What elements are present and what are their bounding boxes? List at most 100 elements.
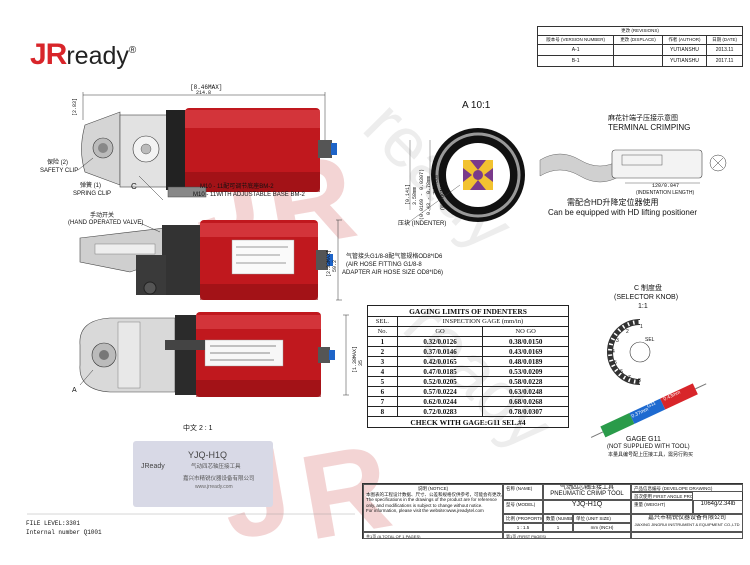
card-name-cn: 气动四芯轴压接工具: [191, 464, 241, 470]
name-value: 气动四芯轴压接工具 PNEUMATIC CRIMP TOOL: [543, 484, 631, 500]
gaging-nogo: 0.48/0.0189: [482, 356, 569, 367]
indenter-label: 压块 (INDENTER): [398, 221, 447, 227]
gaging-sel: 1: [367, 336, 398, 347]
notice-en-1: The specifications in the drawings of th…: [366, 497, 497, 502]
selector-sel-label: SEL: [645, 337, 655, 343]
gaging-col-gage: INSPECTION GAGE (mm/in): [396, 316, 570, 327]
gage-sub: (NOT SUPPLIED WITH TOOL): [607, 444, 690, 450]
base-en: M10 - 11WITH ADJUSTABLE BASE BM-2: [193, 192, 305, 198]
model-label: 型号 (MODEL): [503, 500, 543, 514]
card-model: YJQ-H1Q: [188, 450, 228, 460]
selector-number: 1: [640, 324, 643, 330]
detail-dim-2: (0.0169 - 0.0307): [419, 168, 425, 220]
safety-clip-en: SAFETY CLIP: [40, 168, 79, 174]
detail-working-range-en: (WORKING RANGE): [440, 163, 446, 210]
logo-ready: ready: [66, 42, 129, 70]
positioner-cn: 需配合HD升降定位器使用: [567, 198, 659, 207]
card-url: www.jrready.com: [195, 484, 233, 490]
spring-clip-cn: 弹簧 (1): [80, 183, 102, 189]
gaging-nogo: 0.68/0.0268: [482, 396, 569, 407]
proportion-value: 1 : 1.5: [503, 523, 543, 532]
callout-c: C: [131, 182, 137, 191]
gaging-col-nogo: NO GO: [482, 326, 569, 337]
number-label: 数量 (NUMBER): [543, 514, 573, 523]
revision-row: B-1 YUTIANSHU 2017.11: [536, 55, 743, 67]
gaging-sel: 5: [367, 376, 398, 387]
terminal-en: TERMINAL CRIMPING: [608, 123, 691, 132]
selector-sub: (SELECTOR KNOB): [614, 294, 679, 301]
detail-a-title: A 10:1: [462, 100, 491, 111]
notice-en-2: only, and modifications is subject to ch…: [366, 502, 483, 508]
gaging-col-no: No.: [367, 326, 398, 337]
unit-value: mm (INCH): [573, 523, 631, 532]
front-dim-h-mm: 35: [358, 359, 364, 366]
selector-number: 6: [620, 369, 623, 375]
gage-tool-drawing: [590, 383, 707, 438]
company-en: JIAXING JINGRUI INSTRUMENT & EQUIPMENT C…: [634, 521, 740, 527]
gaging-limits-table: GAGING LIMITS OF INDENTERS SEL. INSPECTI…: [367, 305, 570, 428]
terminal-cn: 麻花针端子压接示意图: [608, 115, 678, 122]
revision-table: 更改 (REVISIONS) 版本号 (VERSION NUMBER) 更改 (…: [536, 26, 743, 67]
file-info: FILE LEVEL:3301 Internal number Q1001: [26, 519, 102, 537]
gaging-nogo: 0.78/0.0307: [482, 406, 569, 417]
gaging-nogo: 0.63/0.0248: [482, 386, 569, 397]
gaging-col-sel: SEL.: [367, 316, 398, 327]
jready-logo: JRready®: [30, 36, 136, 71]
first-angle-note: 首次使用 FIRST ANGLE PROJECTION: [631, 492, 693, 500]
company-box: 嘉兴市精锐仪器设备有限公司 JIAXING JINGRUI INSTRUMENT…: [631, 514, 743, 532]
notice-en-3: For information, please visit the websit…: [366, 508, 484, 513]
logo-registered-mark: ®: [128, 45, 137, 56]
card-brand: JReady: [141, 463, 165, 470]
selector-scale: 1:1: [638, 303, 648, 310]
sheets-total: 共1页 (A TOTAL OF 1 PAGES): [363, 532, 503, 539]
gaging-sel: 6: [367, 386, 398, 397]
gaging-col-go: GO: [396, 326, 484, 337]
base-cn: M10 - 11配可调节底座BM-2: [200, 184, 274, 190]
front-view-drawing: [79, 312, 349, 397]
gaging-go: 0.47/0.0185: [396, 366, 484, 377]
indentation-length-label: (INDENTATION LENGTH): [636, 190, 695, 196]
file-level: FILE LEVEL:3301: [26, 520, 81, 527]
selector-title: C 制度盘: [634, 285, 662, 292]
indentation-length: 120/0.047: [652, 183, 680, 189]
detail-dim-1: [0.141]: [405, 183, 411, 205]
name-en: PNEUMATIC CRIMP TOOL: [550, 490, 624, 497]
gaging-go: 0.42/0.0165: [396, 356, 484, 367]
gaging-go: 0.32/0.0126: [396, 336, 484, 347]
gaging-sel: 8: [367, 406, 398, 417]
revision-date: 2017.11: [706, 55, 743, 67]
gaging-nogo: 0.43/0.0169: [482, 346, 569, 357]
terminal-drawing: [539, 149, 727, 184]
gaging-sel: 3: [367, 356, 398, 367]
title-block: 说明 (NOTICE) 本图表的工程设计数据、尺寸、公差和规格仅供参考，可能会有…: [362, 483, 743, 539]
selector-number: 5: [614, 360, 617, 366]
top-dim-mm: 214.8: [196, 90, 212, 96]
card-scale-label: 中文 2 : 1: [183, 425, 213, 432]
selector-number: 3: [616, 338, 619, 344]
internal-number: Internal number Q1001: [26, 529, 102, 536]
drawing-label: 产品信息编号 (DEVELOPE DRAWING): [631, 484, 743, 492]
name-cn: 气动四芯轴压接工具: [559, 485, 614, 491]
detail-dim-2-mm: 0.43 - 0.78mm: [426, 175, 432, 215]
revision-displace: [613, 55, 663, 67]
gaging-go: 0.52/0.0205: [396, 376, 484, 387]
hose-en-2: ADAPTER AIR HOSE SIZE OD8*ID6): [342, 270, 444, 276]
gaging-title: GAGING LIMITS OF INDENTERS: [367, 305, 569, 317]
selector-knob-drawing: [607, 319, 651, 385]
detail-dim-1-mm: 3.58mm: [412, 186, 418, 205]
name-label: 名称 (NAME): [503, 484, 543, 500]
number-value: 1: [543, 523, 573, 532]
sheet-first: 第1页 (FIRST PAGES): [503, 532, 631, 539]
positioner-en: Can be equipped with HD lifting position…: [548, 208, 697, 217]
gaging-sel: 4: [367, 366, 398, 377]
top-view-drawing: [77, 92, 337, 201]
spring-clip-en: SPRING CLIP: [73, 191, 112, 197]
notice-cn: 本图表的工程设计数据、尺寸、公差和规格仅供参考，可能会有更改。: [366, 491, 503, 497]
sheet-blank: [631, 532, 743, 539]
selector-number: 4: [612, 349, 615, 355]
gaging-footer: CHECK WITH GAGE:G11 SEL.#4: [367, 416, 569, 428]
